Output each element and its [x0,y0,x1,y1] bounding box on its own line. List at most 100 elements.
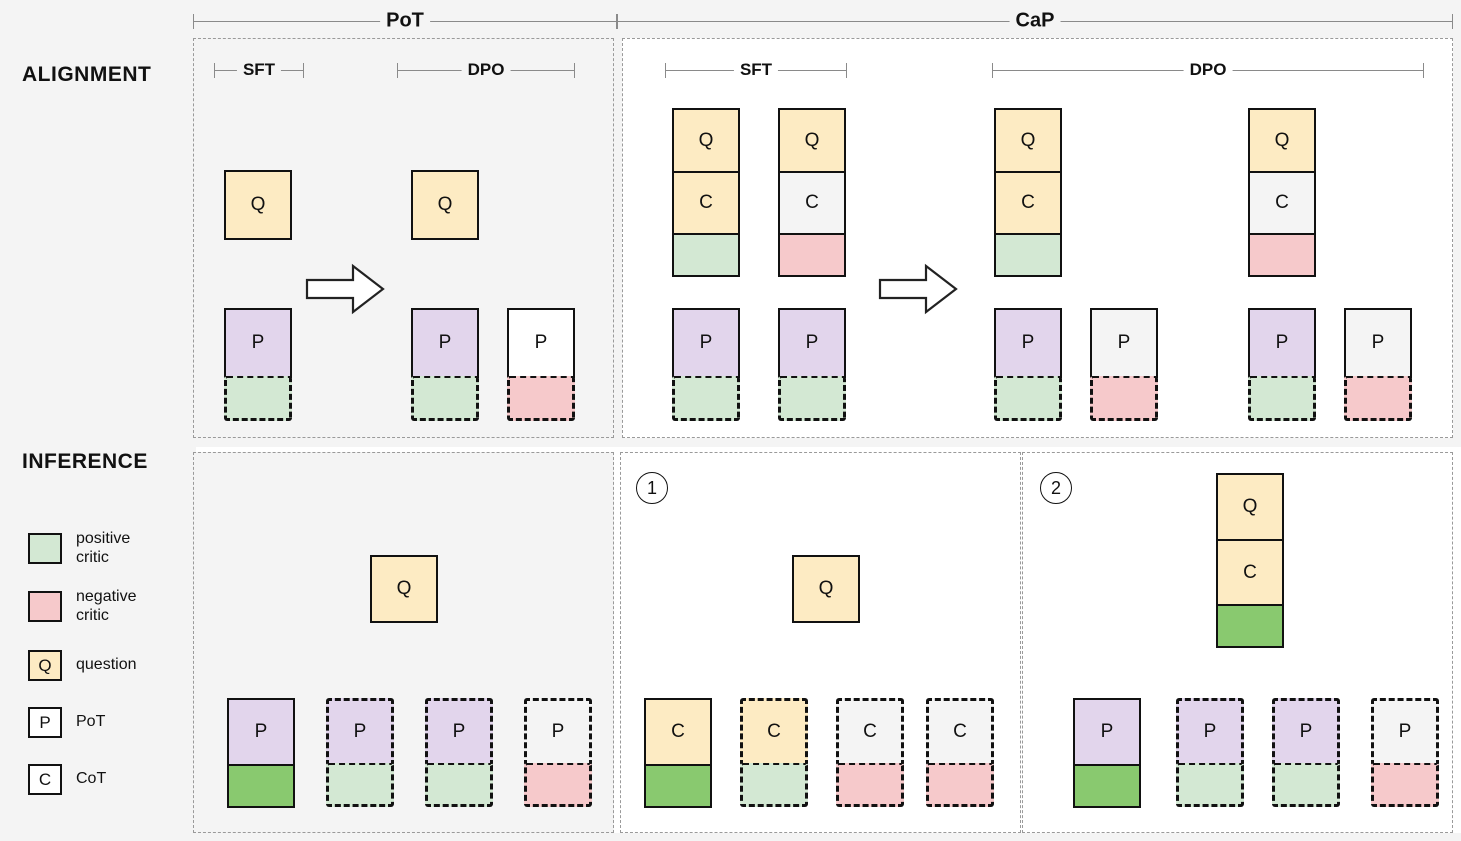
cap-sft-sample-1: P [778,308,846,421]
span-cap-sft: SFT [665,57,847,83]
cap-sft-sample-0: P [672,308,740,421]
pot-swatch: P [28,707,62,738]
span-cap-dpo-label: DPO [1183,60,1233,80]
row-label-alignment: ALIGNMENT [22,63,152,86]
positive-critic-cell [1176,763,1244,807]
cap-dpo-group-0-sample-1: P [1090,308,1158,421]
pot-dpo-question-stack: Q [411,170,479,240]
pot-cell: P [1248,308,1316,378]
selected-critic-cell [1073,763,1141,808]
inference-cap1-candidate-1[interactable]: C [740,698,808,807]
inference-pot-candidate-0[interactable]: P [227,698,295,808]
legend-label: question [76,656,137,674]
page-bottom-strip [0,833,1461,841]
pot-sft-sample-0: P [224,308,292,421]
pot-cell: P [507,308,575,378]
question-cell: Q [778,108,846,173]
span-cap-cap-right [1452,14,1453,29]
positive-critic-cell [994,233,1062,278]
inference-cap2-candidate-0[interactable]: P [1073,698,1141,808]
span-pot-sft-cap-left [214,63,215,78]
span-pot-sft-cap-right [303,63,304,78]
span-cap-dpo-cap-right [1423,63,1424,78]
inference-cap2-candidate-2[interactable]: P [1272,698,1340,807]
legend-item-pot: P PoT [28,707,105,738]
pot-sft-question-stack: Q [224,170,292,240]
span-pot-cap-right [616,14,617,29]
cap-sft-context-0: Q C [672,108,740,278]
legend-item-question: Q question [28,650,137,681]
span-pot-dpo: DPO [397,57,575,83]
question-cell: Q [994,108,1062,173]
span-pot-dpo-label: DPO [461,60,511,80]
positive-critic-cell [1272,763,1340,807]
span-pot-sft: SFT [214,57,304,83]
pot-cell: P [411,308,479,378]
cap-sft-context-1: Q C [778,108,846,278]
pot-transition-arrow [305,263,385,315]
pot-cell: P [425,698,493,766]
inference-cap2-candidate-1[interactable]: P [1176,698,1244,807]
pot-cell: P [778,308,846,378]
selected-critic-cell [1216,604,1284,649]
negative-critic-cell [778,233,846,278]
cot-cell: C [926,698,994,766]
cot-cell: C [1248,170,1316,236]
span-cap-cap-left [617,14,618,29]
span-pot-cap-left [193,14,194,29]
cot-swatch: C [28,764,62,795]
inference-pot-candidate-1[interactable]: P [326,698,394,807]
question-swatch: Q [28,650,62,681]
span-cap-label: CaP [1009,9,1061,33]
cap-dpo-group-1-sample-1: P [1344,308,1412,421]
question-cell: Q [1216,473,1284,541]
cot-cell: C [672,170,740,236]
legend-label: PoT [76,713,106,731]
question-cell: Q [672,108,740,173]
negative-critic-cell [926,763,994,807]
positive-critic-cell [672,375,740,421]
negative-critic-cell [836,763,904,807]
cot-cell: C [836,698,904,766]
pot-cell: P [1090,308,1158,378]
inference-cap1-candidate-2[interactable]: C [836,698,904,807]
span-cap: CaP [617,8,1453,34]
pot-cell: P [1344,308,1412,378]
inference-pot-candidate-2[interactable]: P [425,698,493,807]
legend-label: negative critic [76,588,137,624]
span-pot: PoT [193,8,617,34]
negative-critic-cell [1248,233,1316,278]
span-cap-dpo: DPO [992,57,1424,83]
step-marker-1: 1 [636,472,668,504]
inference-cap2-candidate-3[interactable]: P [1371,698,1439,807]
negative-critic-cell [1090,375,1158,421]
cap-dpo-group-1-sample-0: P [1248,308,1316,421]
pot-cell: P [994,308,1062,378]
cot-cell: C [994,170,1062,236]
question-cell: Q [792,555,860,623]
cap-dpo-group-1-context: Q C [1248,108,1316,278]
pot-cell: P [672,308,740,378]
inference-pot-candidate-3[interactable]: P [524,698,592,807]
positive-critic-cell [326,763,394,807]
pot-cell: P [524,698,592,766]
inference-cap2-context: Q C [1216,473,1284,649]
negative-critic-cell [524,763,592,807]
pot-cell: P [224,308,292,378]
pot-cell: P [1371,698,1439,766]
span-cap-sft-cap-left [665,63,666,78]
positive-critic-cell [778,375,846,421]
pot-cell: P [227,698,295,766]
selected-critic-cell [227,763,295,808]
question-cell: Q [370,555,438,623]
inference-cap1-candidate-0[interactable]: C [644,698,712,808]
cap-dpo-group-0-context: Q C [994,108,1062,278]
span-cap-sft-label: SFT [733,60,779,80]
positive-critic-cell [994,375,1062,421]
question-cell: Q [1248,108,1316,173]
positive-critic-cell [1248,375,1316,421]
inference-cap1-candidate-3[interactable]: C [926,698,994,807]
span-pot-dpo-cap-right [574,63,575,78]
positive-critic-cell [411,375,479,421]
